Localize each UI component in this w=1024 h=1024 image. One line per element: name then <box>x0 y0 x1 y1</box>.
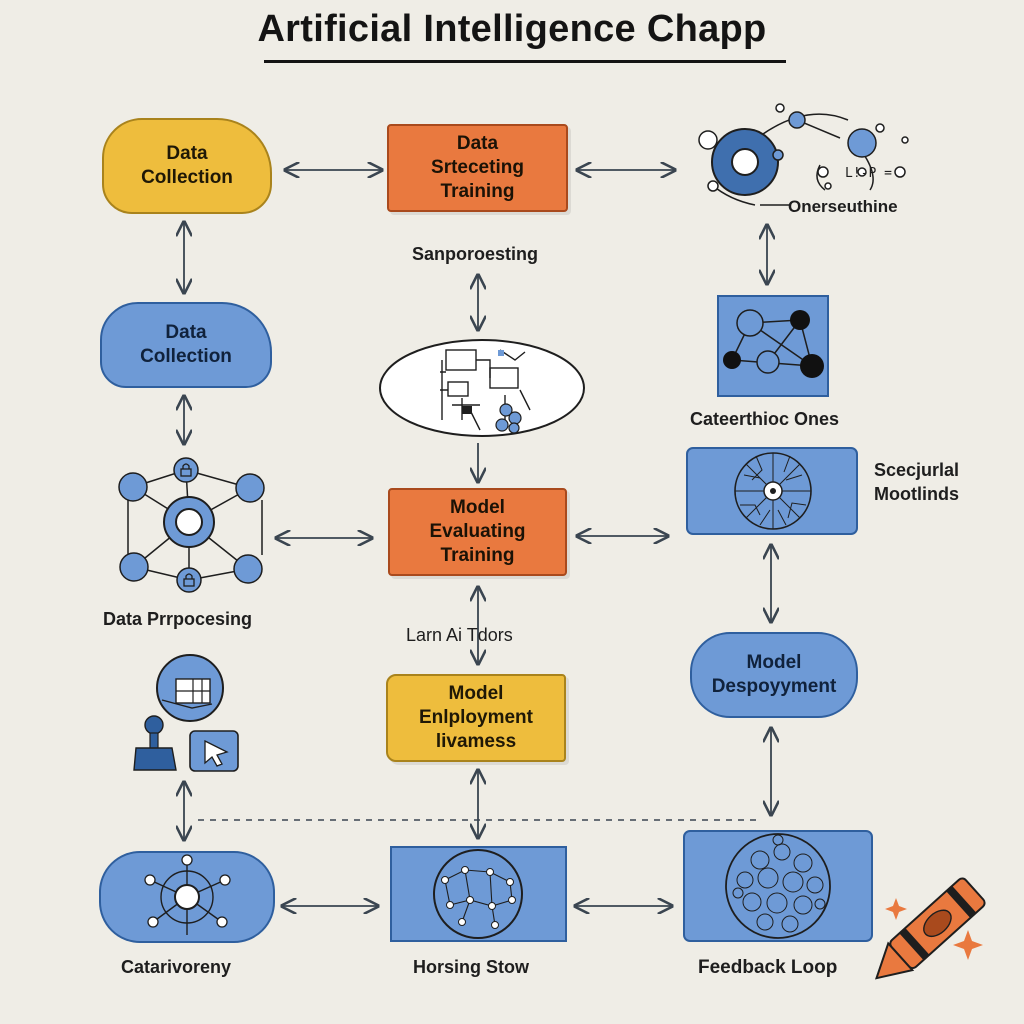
node-data-collection-top[interactable]: Data Collection <box>102 118 272 214</box>
cursor-icon <box>189 730 239 772</box>
user-joystick-icon <box>133 654 224 771</box>
lock-icon <box>176 567 202 593</box>
node-model-deployment-center[interactable]: Model Enlployment livamess <box>386 674 566 762</box>
node-data-selecting-training[interactable]: Data Srteceting Training <box>387 124 568 212</box>
crayon-icon <box>874 877 986 980</box>
label-feedback-loop: Feedback Loop <box>698 957 838 978</box>
label-data-preprocessing: Data Prrpocesing <box>103 609 253 629</box>
hub-network-icon <box>118 457 265 593</box>
label-sequential-methods: Scecjurlal Mootlinds <box>874 460 960 505</box>
label-catarivoreny: Catarivoreny <box>121 957 232 977</box>
node-graph-icon <box>717 295 829 397</box>
catarivoreny-node <box>99 851 275 943</box>
label-preprocessing: Sanporoesting <box>412 244 539 264</box>
network-graph-icon: L!-P = <box>698 103 909 206</box>
label-horsing-stow: Horsing Stow <box>413 957 529 977</box>
title-underline <box>264 60 786 63</box>
neural-sphere-icon <box>390 846 567 942</box>
node-model-deployment-right[interactable]: Model Despoyyment <box>690 632 858 718</box>
label-categoric-ones: Cateerthioc Ones <box>690 409 840 429</box>
page-title: Artificial Intelligence Chapp <box>257 8 767 50</box>
node-data-collection-mid[interactable]: Data Collection <box>100 302 272 388</box>
circuit-diagram-icon <box>379 339 585 437</box>
feedback-loop-node <box>683 830 873 942</box>
label-machine: Onerseuthine <box>788 197 898 216</box>
svg-text:L!-P =: L!-P = <box>845 166 892 181</box>
sparkle-icon <box>885 898 983 960</box>
neural-globe-icon <box>686 447 858 535</box>
label-learn-ai-tools: Larn Ai Tdors <box>406 625 513 645</box>
lock-icon <box>173 457 199 483</box>
node-model-evaluating-training[interactable]: Model Evaluating Training <box>388 488 567 576</box>
